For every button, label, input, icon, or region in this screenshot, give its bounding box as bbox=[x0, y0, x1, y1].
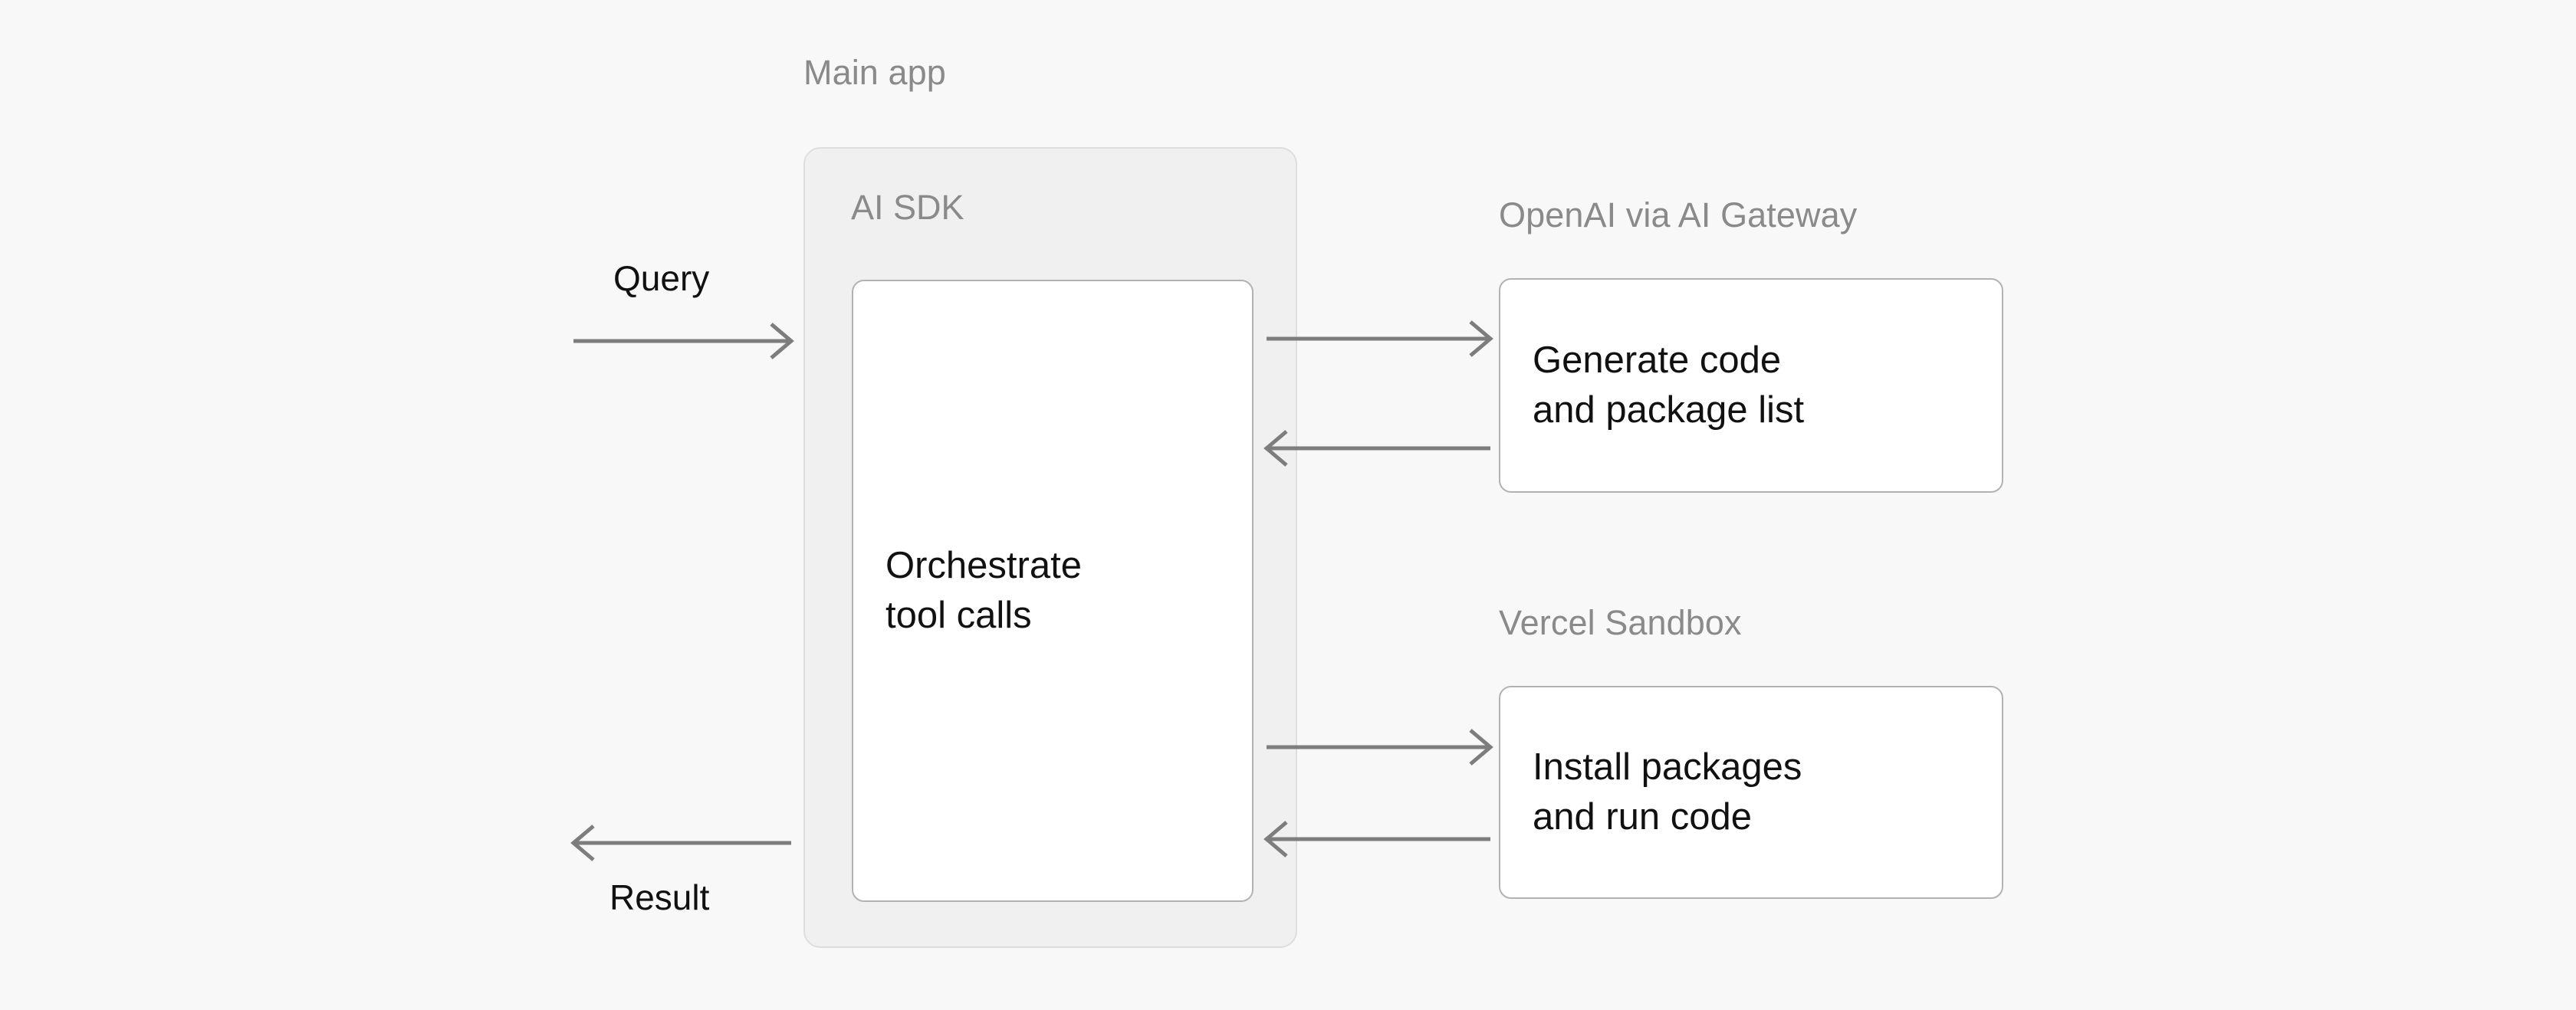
arrow-to-openai-right bbox=[1267, 320, 1493, 357]
arrow-from-openai-left bbox=[1263, 430, 1490, 467]
group-label-vercel-sandbox: Vercel Sandbox bbox=[1499, 603, 1742, 642]
arrow-to-sandbox-right bbox=[1267, 729, 1493, 766]
arrow-from-sandbox-left bbox=[1263, 821, 1490, 858]
node-orchestrate-tool-calls[interactable]: Orchestrate tool calls bbox=[852, 280, 1254, 902]
group-label-main-app: Main app bbox=[803, 53, 946, 92]
arrow-query-right bbox=[573, 323, 794, 359]
edge-label-result: Result bbox=[610, 877, 710, 917]
arrow-result-left bbox=[570, 825, 791, 861]
group-label-ai-sdk: AI SDK bbox=[851, 188, 964, 227]
node-generate-code-and-package-list-text: Generate code and package list bbox=[1533, 339, 1805, 431]
node-install-packages-and-run-code-text: Install packages and run code bbox=[1533, 746, 1802, 838]
node-generate-code-and-package-list[interactable]: Generate code and package list bbox=[1499, 278, 2003, 493]
group-label-openai-via-ai-gateway: OpenAI via AI Gateway bbox=[1499, 195, 1858, 234]
node-install-packages-and-run-code[interactable]: Install packages and run code bbox=[1499, 686, 2003, 899]
node-orchestrate-tool-calls-text: Orchestrate tool calls bbox=[886, 545, 1082, 636]
edge-label-query: Query bbox=[613, 258, 710, 298]
